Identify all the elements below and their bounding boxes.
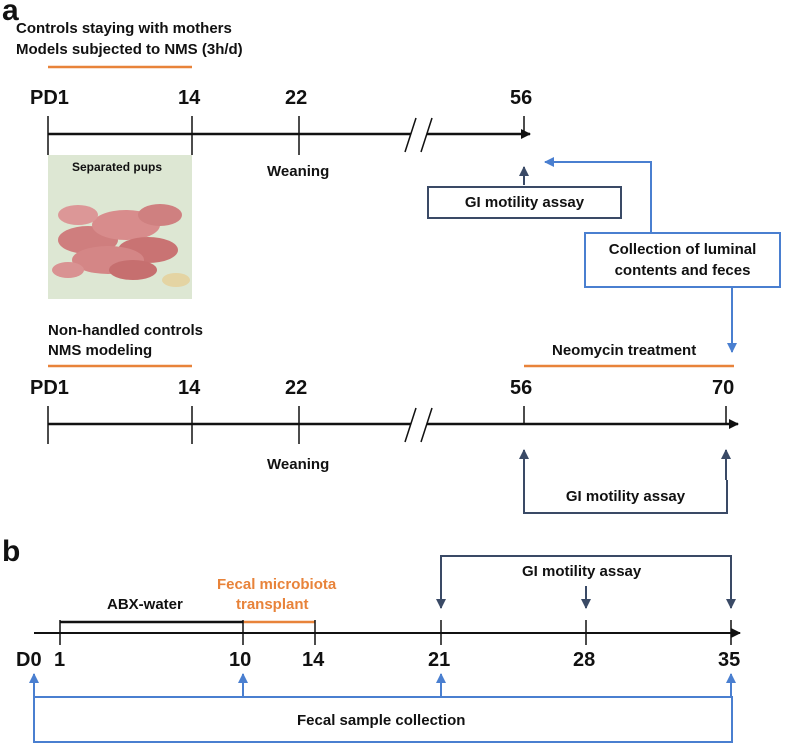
collection-line-2: contents and feces	[614, 262, 751, 279]
tick-label-b-21: 21	[428, 649, 451, 671]
weaning-label: Weaning	[267, 163, 330, 180]
fmt-label-line1: Fecal microbiota	[217, 576, 337, 593]
collection-line-1: Collection of luminal	[608, 241, 757, 258]
fecal-collection-label: Fecal sample collection	[297, 712, 466, 729]
heading-nms-modeling: NMS modeling	[48, 342, 153, 359]
pups-illustration	[48, 155, 192, 299]
axis-break-gap-2	[411, 414, 427, 434]
tick-label-22: 22	[285, 87, 308, 109]
tick-label-b-1: 1	[54, 649, 66, 671]
axis-break-slash-2	[420, 407, 433, 443]
tick-label-b-10: 10	[229, 649, 252, 671]
collection-connector-top	[544, 157, 652, 232]
tick-label-56: 56	[510, 87, 533, 109]
tick-label-pd1: PD1	[30, 87, 69, 109]
tick-label-56-2: 56	[510, 377, 533, 399]
tick-label-b-28: 28	[573, 649, 596, 671]
tick-label-70-2: 70	[712, 377, 735, 399]
tick-label-14-2: 14	[178, 377, 201, 399]
gi-motility-box-1: GI motility assay	[427, 186, 622, 219]
fecal-collection-box	[33, 696, 733, 743]
heading-models: Models subjected to NMS (3h/d)	[16, 41, 243, 58]
heading-non-handled: Non-handled controls	[48, 322, 203, 339]
panel-letter-a: a	[2, 0, 19, 27]
tick-label-b-14: 14	[302, 649, 325, 671]
photo-label: Separated pups	[72, 160, 163, 174]
panel-letter-b: b	[2, 535, 21, 568]
separated-pups-photo	[48, 155, 192, 299]
axis-break-slash	[404, 117, 417, 153]
gi-bracket-b	[440, 555, 732, 606]
weaning-label-2: Weaning	[267, 456, 330, 473]
fmt-label-line2: transplant	[236, 596, 309, 613]
tick-label-b-35: 35	[718, 649, 741, 671]
tick-label-pd1-2: PD1	[30, 377, 69, 399]
axis-break-slash	[420, 117, 433, 153]
tick-label-d0: D0	[16, 649, 42, 671]
gi-motility-label-b: GI motility assay	[522, 563, 642, 580]
collection-box: Collection of luminal contents and feces	[584, 232, 781, 288]
abx-water-label: ABX-water	[107, 596, 183, 613]
tick-label-22-2: 22	[285, 377, 308, 399]
tick-label-14: 14	[178, 87, 201, 109]
gi-motility-box-2: GI motility assay	[523, 480, 728, 514]
heading-controls: Controls staying with mothers	[16, 20, 232, 37]
neomycin-label: Neomycin treatment	[552, 342, 697, 359]
axis-break-gap	[411, 124, 427, 144]
axis-break-slash-2	[404, 407, 417, 443]
